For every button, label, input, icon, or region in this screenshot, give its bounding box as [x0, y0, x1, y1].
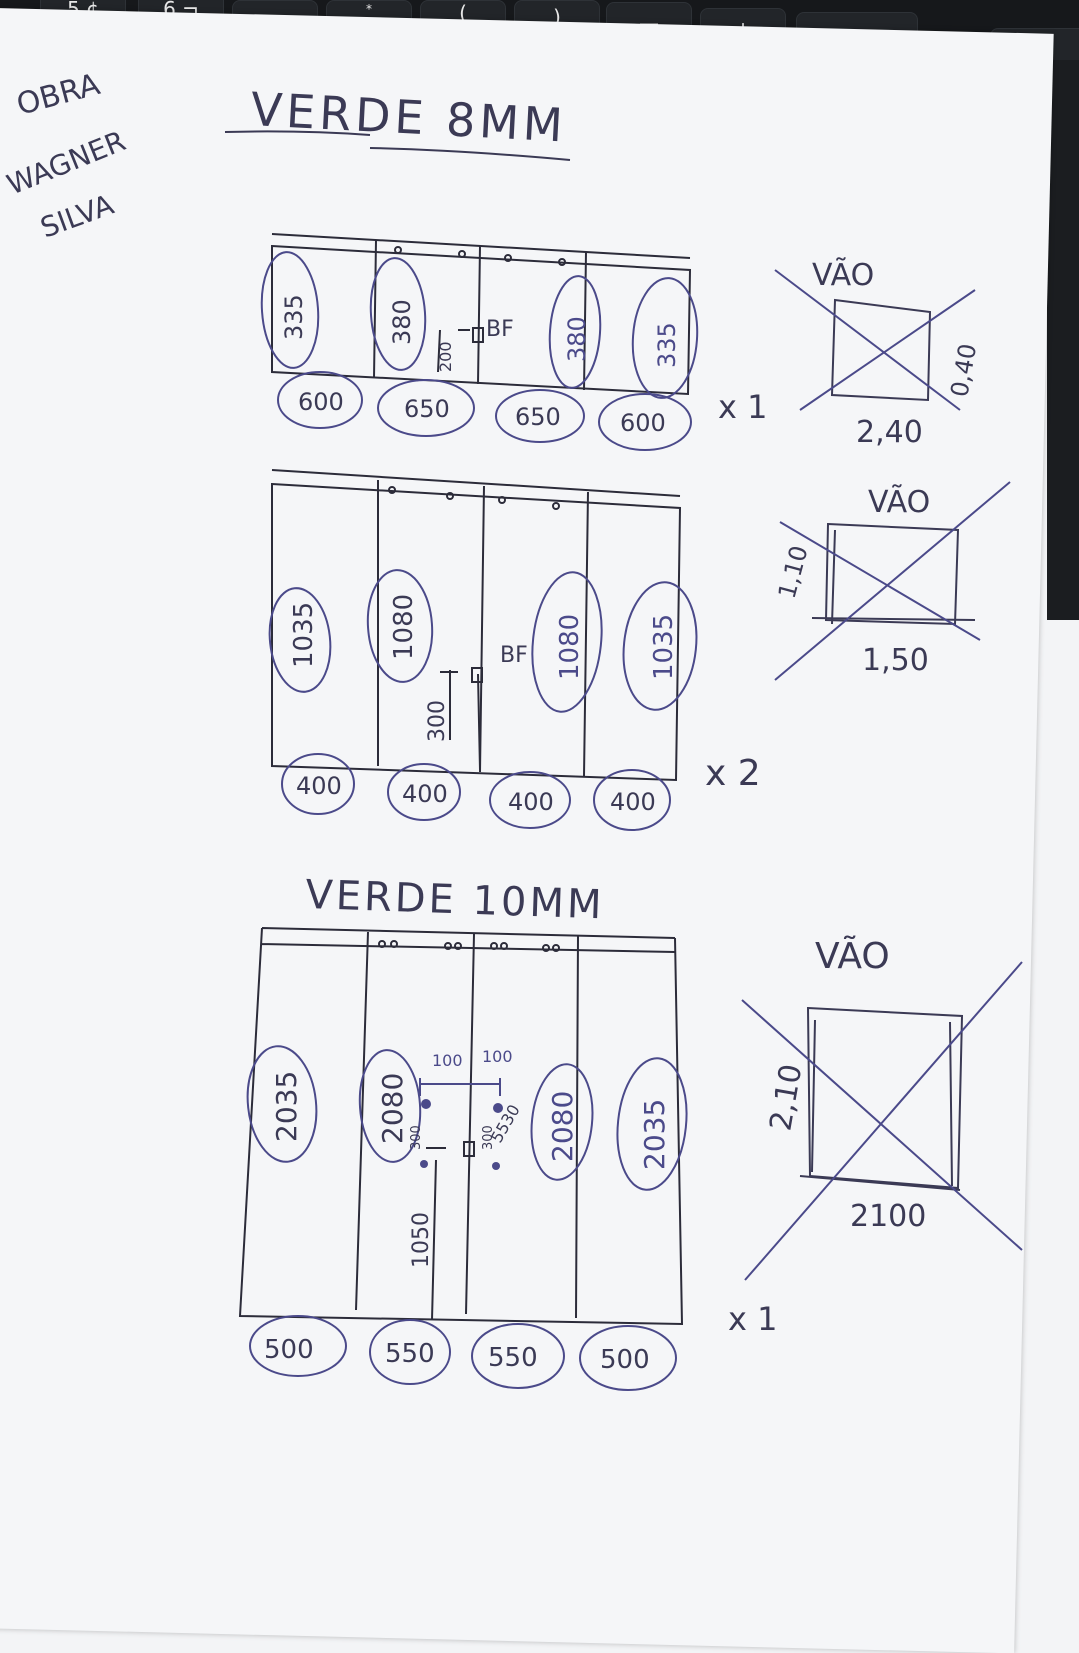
p2-width-3: 400	[508, 788, 554, 816]
p2-width-4: 400	[610, 788, 656, 816]
opening-3-width: 2100	[850, 1199, 926, 1234]
header-line-1: OBRA	[13, 67, 104, 123]
p3-height-2: 2080	[376, 1073, 409, 1144]
p2-quantity: x 2	[705, 753, 761, 794]
p3-hole-height-1: 300	[409, 1125, 424, 1150]
opening-3-height: 2,10	[763, 1062, 809, 1134]
p2-height-1: 1035	[289, 602, 319, 668]
p1-width-2: 650	[404, 395, 450, 423]
hand-drawn-sketch: OBRA WAGNER SILVA VERDE 8MM 335 380 380 …	[2, 67, 1023, 1391]
keyboard-side	[1047, 60, 1079, 620]
p3-extra-note: 5530	[487, 1101, 524, 1146]
p3-handle-height: 1050	[409, 1212, 434, 1268]
p3-height-4: 2035	[638, 1099, 671, 1170]
opening-1-label: VÃO	[812, 257, 874, 293]
opening-3-sketch	[741, 961, 1023, 1281]
p1-quantity: x 1	[718, 388, 767, 426]
p1-width-3: 650	[515, 403, 561, 431]
p2-height-3: 1080	[555, 614, 585, 680]
p3-hole-height-2: 300	[481, 1125, 496, 1150]
opening-3-label: VÃO	[815, 935, 890, 977]
opening-2-label: VÃO	[868, 484, 930, 520]
p3-height-1: 2035	[270, 1071, 303, 1142]
header-line-2: WAGNER	[2, 124, 130, 201]
p1-width-1: 600	[298, 388, 344, 416]
p1-lock-label: BF	[486, 317, 514, 342]
header-note: OBRA WAGNER SILVA	[2, 67, 130, 245]
p2-height-2: 1080	[389, 594, 419, 660]
p3-quantity: x 1	[728, 1300, 777, 1338]
p3-width-1: 500	[264, 1335, 314, 1365]
p1-height-2: 380	[388, 299, 416, 345]
p3-width-4: 500	[600, 1345, 650, 1375]
p2-width-1: 400	[296, 772, 342, 800]
p2-handle-height: 300	[425, 700, 450, 742]
opening-2-height: 1,10	[773, 543, 814, 602]
header-line-3: SILVA	[36, 188, 118, 245]
p3-width-3: 550	[488, 1343, 538, 1373]
title-verde-10mm: VERDE 10MM	[305, 872, 606, 928]
p2-height-4: 1035	[649, 614, 679, 680]
title-verde-8mm: VERDE 8MM	[249, 82, 568, 152]
opening-2-width: 1,50	[862, 643, 929, 678]
p3-hole-spacing-1: 100	[432, 1051, 463, 1070]
opening-1-sketch	[774, 269, 976, 411]
p1-height-1: 335	[280, 294, 308, 340]
opening-1-width: 2,40	[856, 415, 923, 450]
p3-width-2: 550	[385, 1339, 435, 1369]
panel-2	[268, 469, 698, 831]
opening-2-sketch	[774, 481, 1011, 681]
p1-height-4: 335	[653, 322, 681, 368]
p1-handle-height: 200	[436, 341, 455, 372]
p1-height-3: 380	[563, 316, 591, 362]
opening-1-height: 0,40	[945, 342, 982, 399]
p3-hole-spacing-2: 100	[482, 1047, 513, 1066]
p3-height-3: 2080	[546, 1091, 579, 1162]
panel-1	[260, 233, 699, 451]
p2-lock-label: BF	[500, 643, 528, 668]
p2-width-2: 400	[402, 780, 448, 808]
panel-3	[238, 927, 688, 1391]
p1-width-4: 600	[620, 409, 666, 437]
title-underline	[224, 130, 571, 161]
